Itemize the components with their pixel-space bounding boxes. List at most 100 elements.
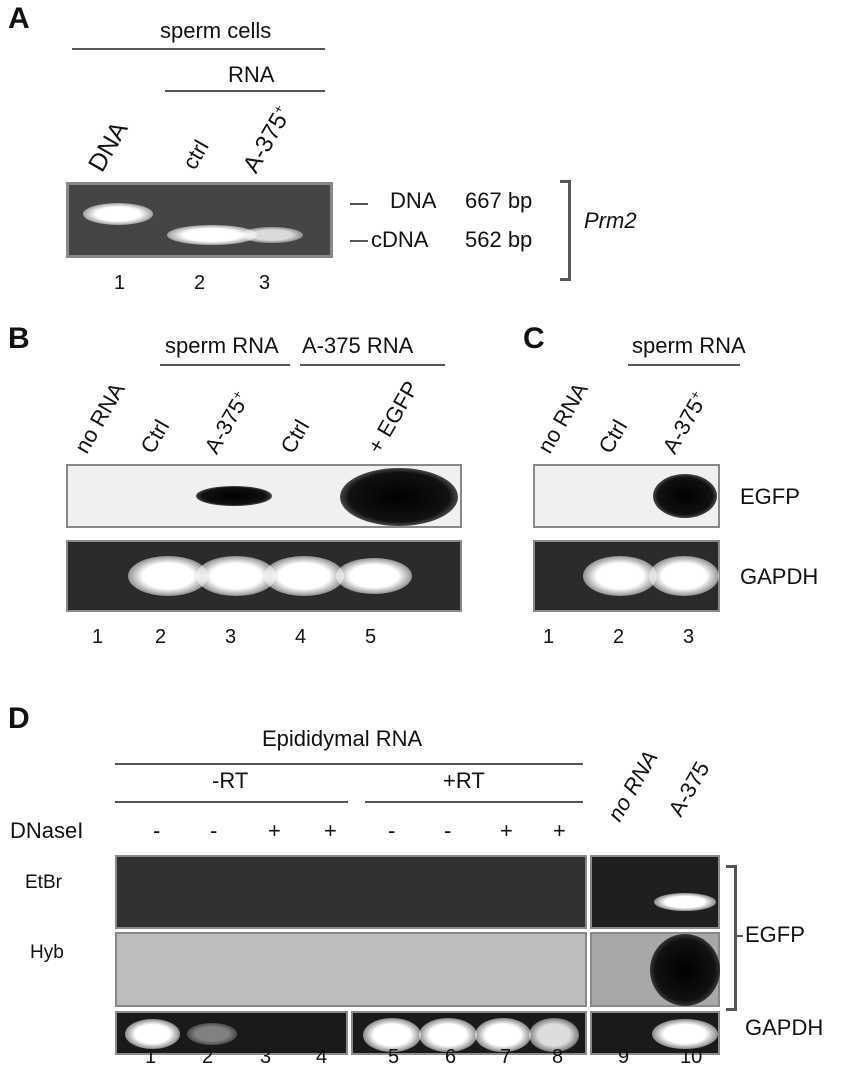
- gel-etbr-controls: [590, 855, 720, 929]
- dnase-sign: +: [324, 818, 337, 843]
- gel-prm2: [66, 182, 333, 258]
- bracket-tick: [737, 935, 743, 937]
- band: [196, 486, 272, 506]
- row-label-egfp: EGFP: [740, 484, 800, 509]
- lane-number: 4: [316, 1046, 328, 1068]
- band: [340, 468, 458, 526]
- band: [653, 474, 717, 518]
- group-sperm-cells: sperm cells: [160, 18, 272, 43]
- group-minus-rt: -RT: [212, 768, 249, 793]
- size-dna: 667 bp: [465, 188, 533, 213]
- lane-number: 2: [155, 626, 167, 648]
- band: [529, 1018, 579, 1052]
- row-label-egfp: EGFP: [745, 922, 805, 947]
- lane-number: 2: [613, 626, 625, 648]
- band: [125, 1019, 180, 1049]
- blot-hyb-controls: [590, 932, 720, 1007]
- blot-egfp: [533, 464, 720, 528]
- blot-hyb-epididymal: [115, 932, 587, 1007]
- band: [187, 1023, 237, 1045]
- group-a375-rna: A-375 RNA: [302, 333, 414, 358]
- band: [419, 1018, 477, 1052]
- lane-number: 5: [365, 626, 377, 648]
- lane-number: 10: [680, 1046, 703, 1068]
- lane-number: 1: [145, 1046, 157, 1068]
- band: [128, 556, 208, 596]
- band: [654, 893, 716, 911]
- gel-gapdh-controls: [590, 1011, 720, 1055]
- lane-label: Ctrl: [593, 415, 633, 458]
- dnase-sign: +: [553, 818, 566, 843]
- lane-number: 1: [543, 626, 555, 648]
- gene-label: Prm2: [584, 208, 637, 233]
- gel-gapdh-minus-rt: [115, 1011, 348, 1055]
- lane-label-a375: A-375+: [238, 102, 298, 178]
- lane-number: 5: [388, 1046, 400, 1068]
- lane-label: Ctrl: [275, 415, 315, 458]
- group-rna: RNA: [228, 62, 275, 87]
- row-label-hyb: Hyb: [30, 942, 64, 963]
- lane-label-dna: DNA: [82, 116, 134, 177]
- lane-number: 3: [259, 272, 271, 294]
- dnase-sign: -: [153, 818, 161, 843]
- bracket: [726, 865, 737, 1011]
- marker-dash: [350, 240, 368, 242]
- row-label-etbr: EtBr: [25, 872, 62, 893]
- lane-label: A-375+: [199, 388, 255, 459]
- dnase-label: DNaseI: [10, 818, 84, 843]
- panel-b-label: B: [8, 322, 30, 355]
- panel-a-label: A: [8, 2, 30, 35]
- lane-number: 3: [683, 626, 695, 648]
- panel-d-label: D: [8, 702, 30, 735]
- lane-number: 7: [500, 1046, 512, 1068]
- band: [241, 227, 303, 243]
- lane-number: 1: [92, 626, 104, 648]
- band: [167, 225, 257, 245]
- dnase-sign: +: [268, 818, 281, 843]
- band: [196, 556, 276, 596]
- group-sperm-rna: sperm RNA: [165, 333, 279, 358]
- gel-etbr-epididymal: [115, 855, 587, 929]
- divider: [72, 48, 325, 50]
- band-label-cdna: cDNA: [371, 227, 429, 252]
- lane-label: Ctrl: [135, 415, 175, 458]
- divider: [365, 801, 583, 803]
- marker-dash: [350, 203, 368, 205]
- lane-number: 2: [194, 272, 206, 294]
- band: [83, 203, 153, 225]
- lane-number: 3: [260, 1046, 272, 1068]
- lane-label: no RNA: [602, 746, 663, 826]
- divider: [115, 801, 348, 803]
- band: [475, 1018, 531, 1052]
- lane-label: + EGFP: [362, 376, 424, 458]
- band: [363, 1018, 421, 1052]
- a375-text: A-375: [199, 394, 251, 458]
- divider: [115, 763, 583, 765]
- dnase-sign: -: [210, 818, 218, 843]
- group-plus-rt: +RT: [443, 768, 485, 793]
- gel-gapdh: [533, 540, 720, 612]
- band: [336, 558, 412, 594]
- lane-number: 9: [618, 1046, 630, 1068]
- a375-text: A-375: [237, 108, 294, 178]
- lane-number: 8: [552, 1046, 564, 1068]
- lane-label: A-375: [663, 757, 715, 821]
- band: [649, 556, 719, 596]
- band: [650, 934, 720, 1006]
- lane-label: A-375+: [657, 388, 713, 459]
- dnase-sign: -: [388, 818, 396, 843]
- divider: [628, 364, 740, 366]
- divider: [165, 90, 325, 92]
- row-label-gapdh: GAPDH: [740, 564, 819, 589]
- lane-number: 3: [225, 626, 237, 648]
- lane-label-ctrl: ctrl: [177, 135, 214, 174]
- group-epididymal-rna: Epididymal RNA: [262, 726, 423, 751]
- lane-number: 2: [202, 1046, 214, 1068]
- band: [652, 1019, 718, 1049]
- band: [264, 556, 344, 596]
- lane-label: no RNA: [69, 378, 130, 458]
- lane-number: 4: [295, 626, 307, 648]
- dnase-sign: +: [500, 818, 513, 843]
- band-label-dna: DNA: [390, 188, 437, 213]
